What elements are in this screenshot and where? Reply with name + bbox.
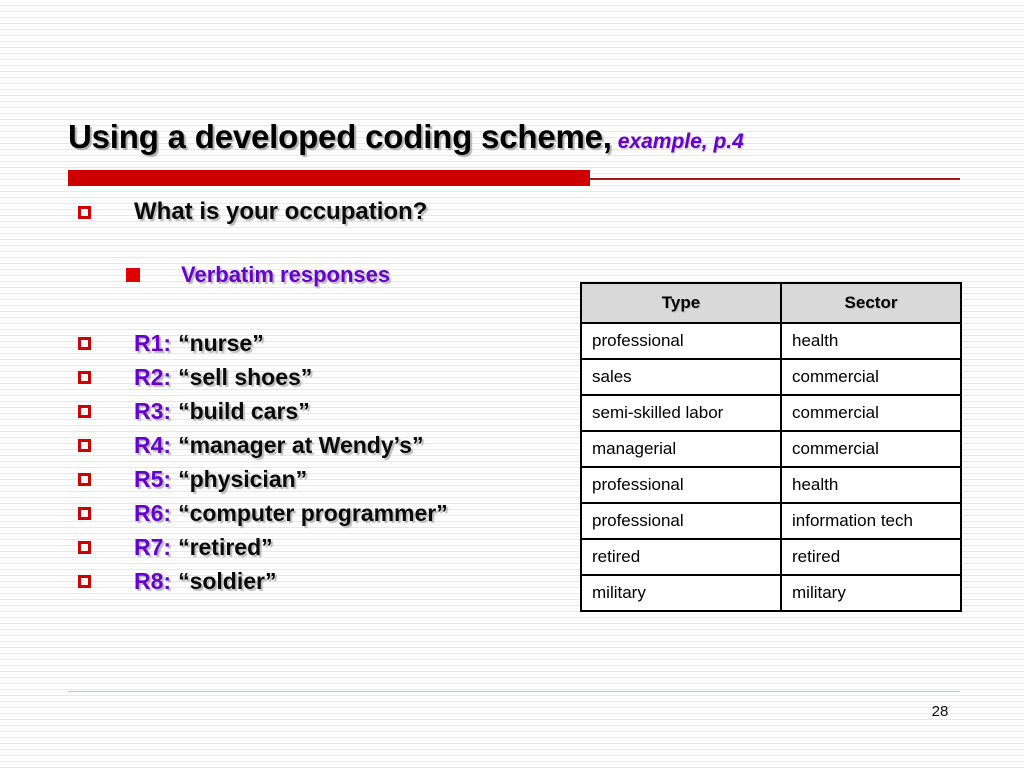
hollow-square-bullet-icon — [78, 541, 91, 554]
response-label: R4: — [134, 432, 172, 458]
hollow-square-bullet-icon — [78, 439, 91, 452]
response-label: R5: — [134, 466, 172, 492]
response-row-8: R8: “soldier” — [78, 568, 276, 595]
cell-sector: retired — [780, 538, 962, 576]
table-row: sales commercial — [580, 358, 962, 396]
response-row-3: R3: “build cars” — [78, 398, 310, 425]
hollow-square-bullet-icon — [78, 337, 91, 350]
cell-sector: commercial — [780, 358, 962, 396]
response-quote: “nurse” — [178, 330, 264, 356]
cell-type: sales — [580, 358, 782, 396]
verbatim-bullet-row: Verbatim responses — [126, 262, 390, 288]
response-quote: “soldier” — [178, 568, 277, 594]
question-text: What is your occupation? — [134, 198, 428, 225]
footer-divider — [68, 691, 960, 692]
table-row: professional health — [580, 322, 962, 360]
response-label: R2: — [134, 364, 172, 390]
hollow-square-bullet-icon — [78, 575, 91, 588]
hollow-square-bullet-icon — [78, 507, 91, 520]
table-row: military military — [580, 574, 962, 612]
cell-sector: commercial — [780, 430, 962, 468]
response-quote: “computer programmer” — [178, 500, 448, 526]
filled-square-bullet-icon — [126, 268, 140, 282]
page-title-subtitle: example, p.4 — [617, 130, 744, 153]
response-quote: “manager at Wendy’s” — [178, 432, 424, 458]
page-number: 28 — [931, 703, 949, 720]
column-header-type: Type — [580, 282, 782, 324]
response-label: R1: — [134, 330, 172, 356]
response-row-1: R1: “nurse” — [78, 330, 264, 357]
response-row-4: R4: “manager at Wendy’s” — [78, 432, 423, 459]
response-quote: “sell shoes” — [178, 364, 313, 390]
cell-type: professional — [580, 502, 782, 540]
column-header-sector: Sector — [780, 282, 962, 324]
question-bullet-row: What is your occupation? — [78, 198, 427, 226]
hollow-square-bullet-icon — [78, 205, 91, 219]
cell-type: retired — [580, 538, 782, 576]
response-label: R7: — [134, 534, 172, 560]
cell-sector: military — [780, 574, 962, 612]
response-quote: “physician” — [178, 466, 308, 492]
table-row: professional information tech — [580, 502, 962, 540]
cell-sector: information tech — [780, 502, 962, 540]
cell-sector: health — [780, 466, 962, 504]
response-label: R6: — [134, 500, 172, 526]
hollow-square-bullet-icon — [78, 473, 91, 486]
response-row-2: R2: “sell shoes” — [78, 364, 312, 391]
cell-sector: commercial — [780, 394, 962, 432]
coding-table: Type Sector professional health sales co… — [580, 282, 962, 612]
cell-type: military — [580, 574, 782, 612]
response-row-5: R5: “physician” — [78, 466, 307, 493]
response-label: R3: — [134, 398, 172, 424]
response-quote: “retired” — [178, 534, 273, 560]
cell-type: managerial — [580, 430, 782, 468]
table-row: retired retired — [580, 538, 962, 576]
cell-type: professional — [580, 466, 782, 504]
response-row-6: R6: “computer programmer” — [78, 500, 448, 527]
table-row: managerial commercial — [580, 430, 962, 468]
cell-type: semi-skilled labor — [580, 394, 782, 432]
table-row: semi-skilled labor commercial — [580, 394, 962, 432]
page-title-main: Using a developed coding scheme, — [68, 118, 612, 155]
table-row: professional health — [580, 466, 962, 504]
cell-type: professional — [580, 322, 782, 360]
hollow-square-bullet-icon — [78, 371, 91, 384]
hollow-square-bullet-icon — [78, 405, 91, 418]
response-row-7: R7: “retired” — [78, 534, 273, 561]
title-underline-bar — [68, 170, 590, 186]
page-title: Using a developed coding scheme,example,… — [68, 118, 968, 156]
cell-sector: health — [780, 322, 962, 360]
response-label: R8: — [134, 568, 172, 594]
response-quote: “build cars” — [178, 398, 310, 424]
verbatim-heading-text: Verbatim responses — [181, 262, 391, 287]
table-header-row: Type Sector — [580, 282, 962, 324]
